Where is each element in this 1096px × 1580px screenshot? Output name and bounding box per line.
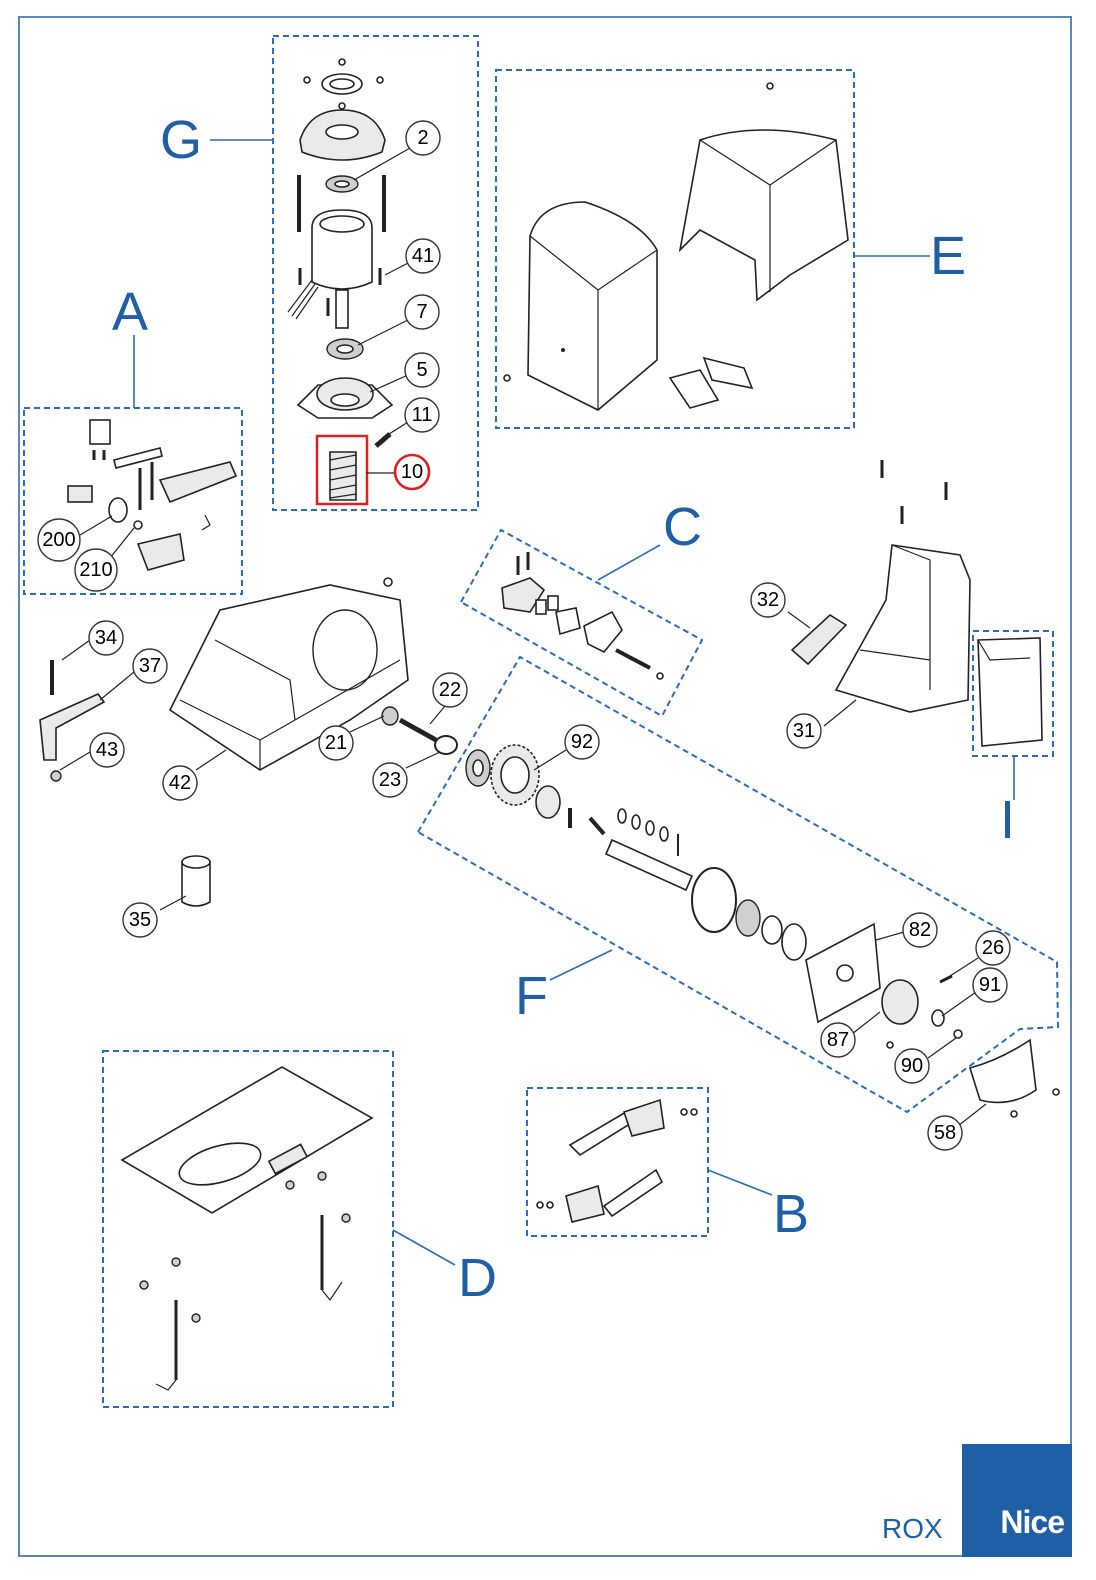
callout-label-58: 58: [934, 1122, 956, 1144]
page-frame: [18, 16, 1072, 1557]
callout-label-91: 91: [979, 974, 1001, 996]
callout-87: 87: [820, 1022, 856, 1058]
callout-label-37: 37: [139, 655, 161, 677]
group-f-box: [416, 655, 1060, 1114]
callout-23: 23: [372, 762, 408, 798]
manual-release-lever: [39, 660, 106, 782]
cover-assembly: [503, 82, 849, 411]
group-letter-e: E: [930, 226, 966, 286]
callout-210: 210: [74, 548, 118, 592]
callout-2: 2: [405, 120, 441, 156]
group-b-box: [526, 1087, 709, 1237]
callout-82: 82: [902, 912, 938, 948]
gear-train-parts: [465, 744, 963, 1049]
end-cap: [968, 1038, 1060, 1118]
brand-logo: Nice: [962, 1444, 1072, 1557]
callout-34: 34: [88, 620, 124, 656]
group-e-box: [495, 69, 855, 429]
foundation-plate: [120, 1066, 374, 1391]
model-name: ROX: [882, 1513, 943, 1544]
limit-switch-parts: [501, 552, 664, 680]
group-c-box: [459, 528, 704, 718]
callout-label-41: 41: [412, 245, 434, 267]
group-g-box: [272, 35, 479, 511]
group-a-box: [23, 407, 243, 595]
callout-leaders: [59, 147, 987, 1127]
brand-name: Nice: [1000, 1504, 1065, 1540]
callout-label-21: 21: [325, 732, 347, 754]
callout-42: 42: [162, 765, 198, 801]
group-letter-f: F: [515, 966, 548, 1026]
gearbox-housing: [168, 577, 409, 771]
callout-label-82: 82: [909, 919, 931, 941]
callout-label-35: 35: [129, 909, 151, 931]
callout-label-90: 90: [901, 1055, 923, 1077]
callout-label-5: 5: [416, 359, 427, 381]
callout-10: 10: [393, 453, 431, 491]
highlight-box-part-10: [315, 434, 369, 506]
group-letter-b: B: [773, 1184, 809, 1244]
callout-label-43: 43: [96, 739, 118, 761]
callout-200: 200: [37, 518, 81, 562]
callout-label-87: 87: [827, 1029, 849, 1051]
group-letter-d: D: [458, 1248, 497, 1308]
callout-label-200: 200: [42, 529, 75, 551]
callout-32: 32: [750, 582, 786, 618]
callout-label-34: 34: [95, 627, 117, 649]
callout-label-11: 11: [412, 404, 433, 426]
callout-label-92: 92: [571, 731, 593, 753]
group-letter-c: C: [663, 497, 702, 557]
callout-label-10: 10: [401, 461, 423, 483]
callout-label-23: 23: [379, 769, 401, 791]
callout-5: 5: [404, 352, 440, 388]
shaft-parts: [381, 706, 458, 755]
callout-31: 31: [786, 713, 822, 749]
callout-label-2: 2: [417, 127, 428, 149]
group-letter-i: I: [1000, 790, 1015, 850]
control-unit-housing: [790, 460, 1043, 747]
callout-label-26: 26: [982, 937, 1004, 959]
callout-26: 26: [975, 930, 1011, 966]
callout-label-7: 7: [416, 301, 427, 323]
callout-41: 41: [405, 238, 441, 274]
callout-35: 35: [122, 902, 158, 938]
callout-21: 21: [318, 725, 354, 761]
callout-label-31: 31: [793, 720, 815, 742]
callout-7: 7: [404, 294, 440, 330]
callout-43: 43: [89, 732, 125, 768]
release-lever-parts: [67, 419, 238, 571]
callout-label-210: 210: [79, 559, 112, 581]
callout-22: 22: [432, 672, 468, 708]
group-letter-a: A: [112, 282, 148, 342]
callout-37: 37: [132, 648, 168, 684]
spacer-cylinder: [181, 855, 211, 907]
group-d-box: [102, 1050, 394, 1408]
group-i-box: [972, 630, 1054, 757]
callout-58: 58: [927, 1115, 963, 1151]
callout-label-32: 32: [757, 589, 779, 611]
callout-91: 91: [972, 967, 1008, 1003]
rack-brackets: [536, 1098, 698, 1223]
callout-92: 92: [564, 724, 600, 760]
callout-11: 11: [404, 397, 440, 433]
callout-label-42: 42: [169, 772, 191, 794]
callout-label-22: 22: [439, 679, 461, 701]
callout-90: 90: [894, 1048, 930, 1084]
motor-assembly: [287, 58, 394, 501]
group-letter-g: G: [160, 110, 202, 170]
